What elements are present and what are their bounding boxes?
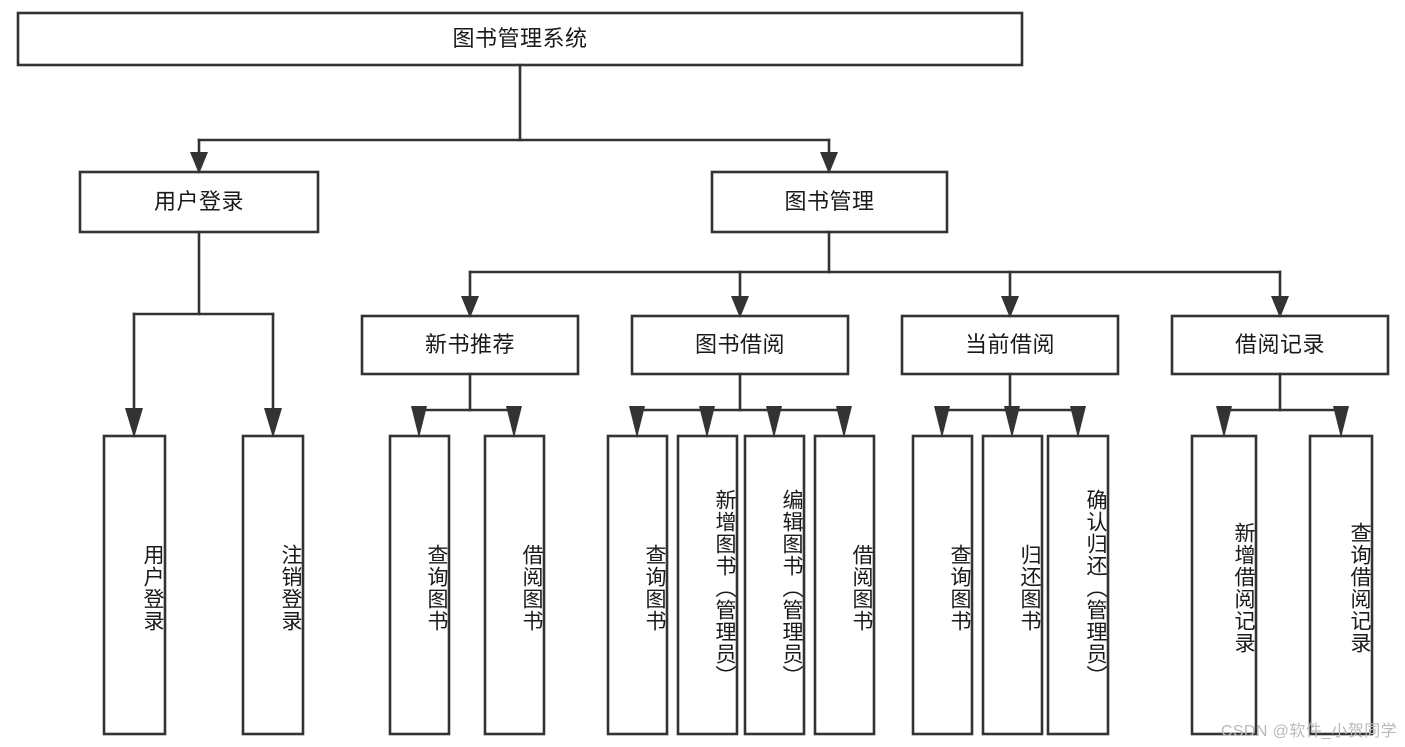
node-box-level3-0[interactable]	[360, 314, 580, 376]
arrow-head-icon	[766, 406, 782, 438]
node-boxes-group	[16, 11, 1390, 736]
arrow-head-icon	[264, 408, 282, 438]
node-box-level2-1[interactable]	[710, 170, 949, 234]
node-box-level2-0[interactable]	[78, 170, 320, 234]
arrow-head-icon	[629, 406, 645, 438]
arrow-head-icon	[461, 296, 479, 318]
arrow-heads-group	[125, 152, 1349, 438]
node-box-leaf-7[interactable]	[813, 434, 876, 736]
node-box-leaf-6[interactable]	[743, 434, 806, 736]
arrow-head-icon	[411, 406, 427, 438]
arrow-head-icon	[1333, 406, 1349, 438]
node-box-leaf-11[interactable]	[1190, 434, 1258, 736]
arrow-head-icon	[836, 406, 852, 438]
arrow-head-icon	[1001, 296, 1019, 318]
arrow-head-icon	[731, 296, 749, 318]
node-box-leaf-4[interactable]	[606, 434, 669, 736]
node-box-root-0[interactable]	[16, 11, 1024, 67]
node-box-leaf-9[interactable]	[981, 434, 1044, 736]
arrow-head-icon	[1004, 406, 1020, 438]
arrow-head-icon	[190, 152, 208, 174]
node-box-level3-3[interactable]	[1170, 314, 1390, 376]
node-box-leaf-10[interactable]	[1046, 434, 1110, 736]
node-box-level3-2[interactable]	[900, 314, 1120, 376]
arrow-head-icon	[934, 406, 950, 438]
node-box-leaf-2[interactable]	[388, 434, 451, 736]
node-box-leaf-3[interactable]	[483, 434, 546, 736]
arrow-head-icon	[506, 406, 522, 438]
watermark-text: CSDN @软件_小贺同学	[1220, 723, 1397, 740]
node-box-leaf-8[interactable]	[911, 434, 974, 736]
arrow-head-icon	[1216, 406, 1232, 438]
arrow-head-icon	[125, 408, 143, 438]
node-box-leaf-12[interactable]	[1308, 434, 1374, 736]
arrow-head-icon	[699, 406, 715, 438]
arrow-head-icon	[1271, 296, 1289, 318]
arrow-head-icon	[1070, 406, 1086, 438]
node-box-leaf-0[interactable]	[102, 434, 167, 736]
arrow-head-icon	[820, 152, 838, 174]
node-box-leaf-5[interactable]	[676, 434, 739, 736]
node-box-leaf-1[interactable]	[241, 434, 305, 736]
node-box-level3-1[interactable]	[630, 314, 850, 376]
